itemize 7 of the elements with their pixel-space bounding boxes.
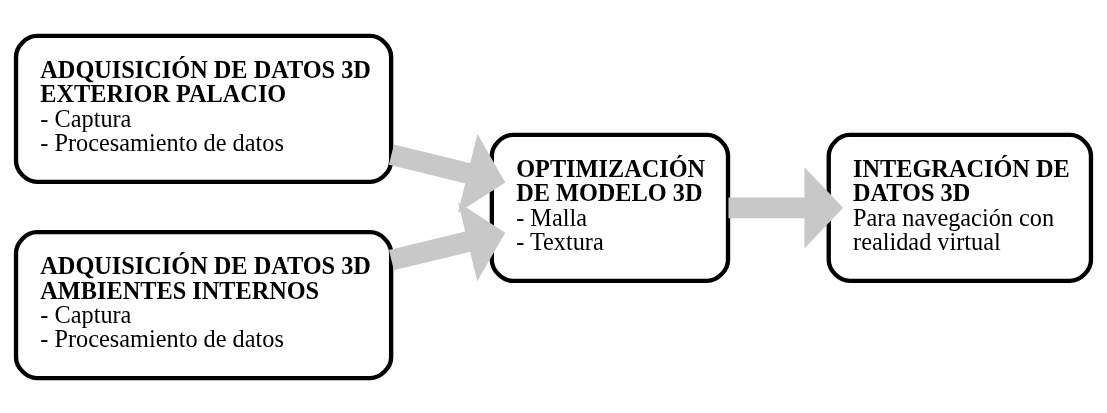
node-box: INTEGRACIÓN DE DATOS 3D Para navegación con realidad virtual (826, 132, 1094, 283)
node-box: ADQUISICIÓN DE DATOS 3D EXTERIOR PALACIO - Captura - Procesamiento de datos (13, 33, 394, 184)
arrow (728, 166, 844, 248)
arrow (388, 201, 506, 281)
node-box: ADQUISICIÓN DE DATOS 3D AMBIENTES INTERNOS - Captura - Procesamiento de datos (13, 229, 394, 380)
arrow (388, 133, 506, 213)
node-box: OPTIMIZACIÓN DE MODELO 3D - Malla - Textura (489, 132, 731, 283)
